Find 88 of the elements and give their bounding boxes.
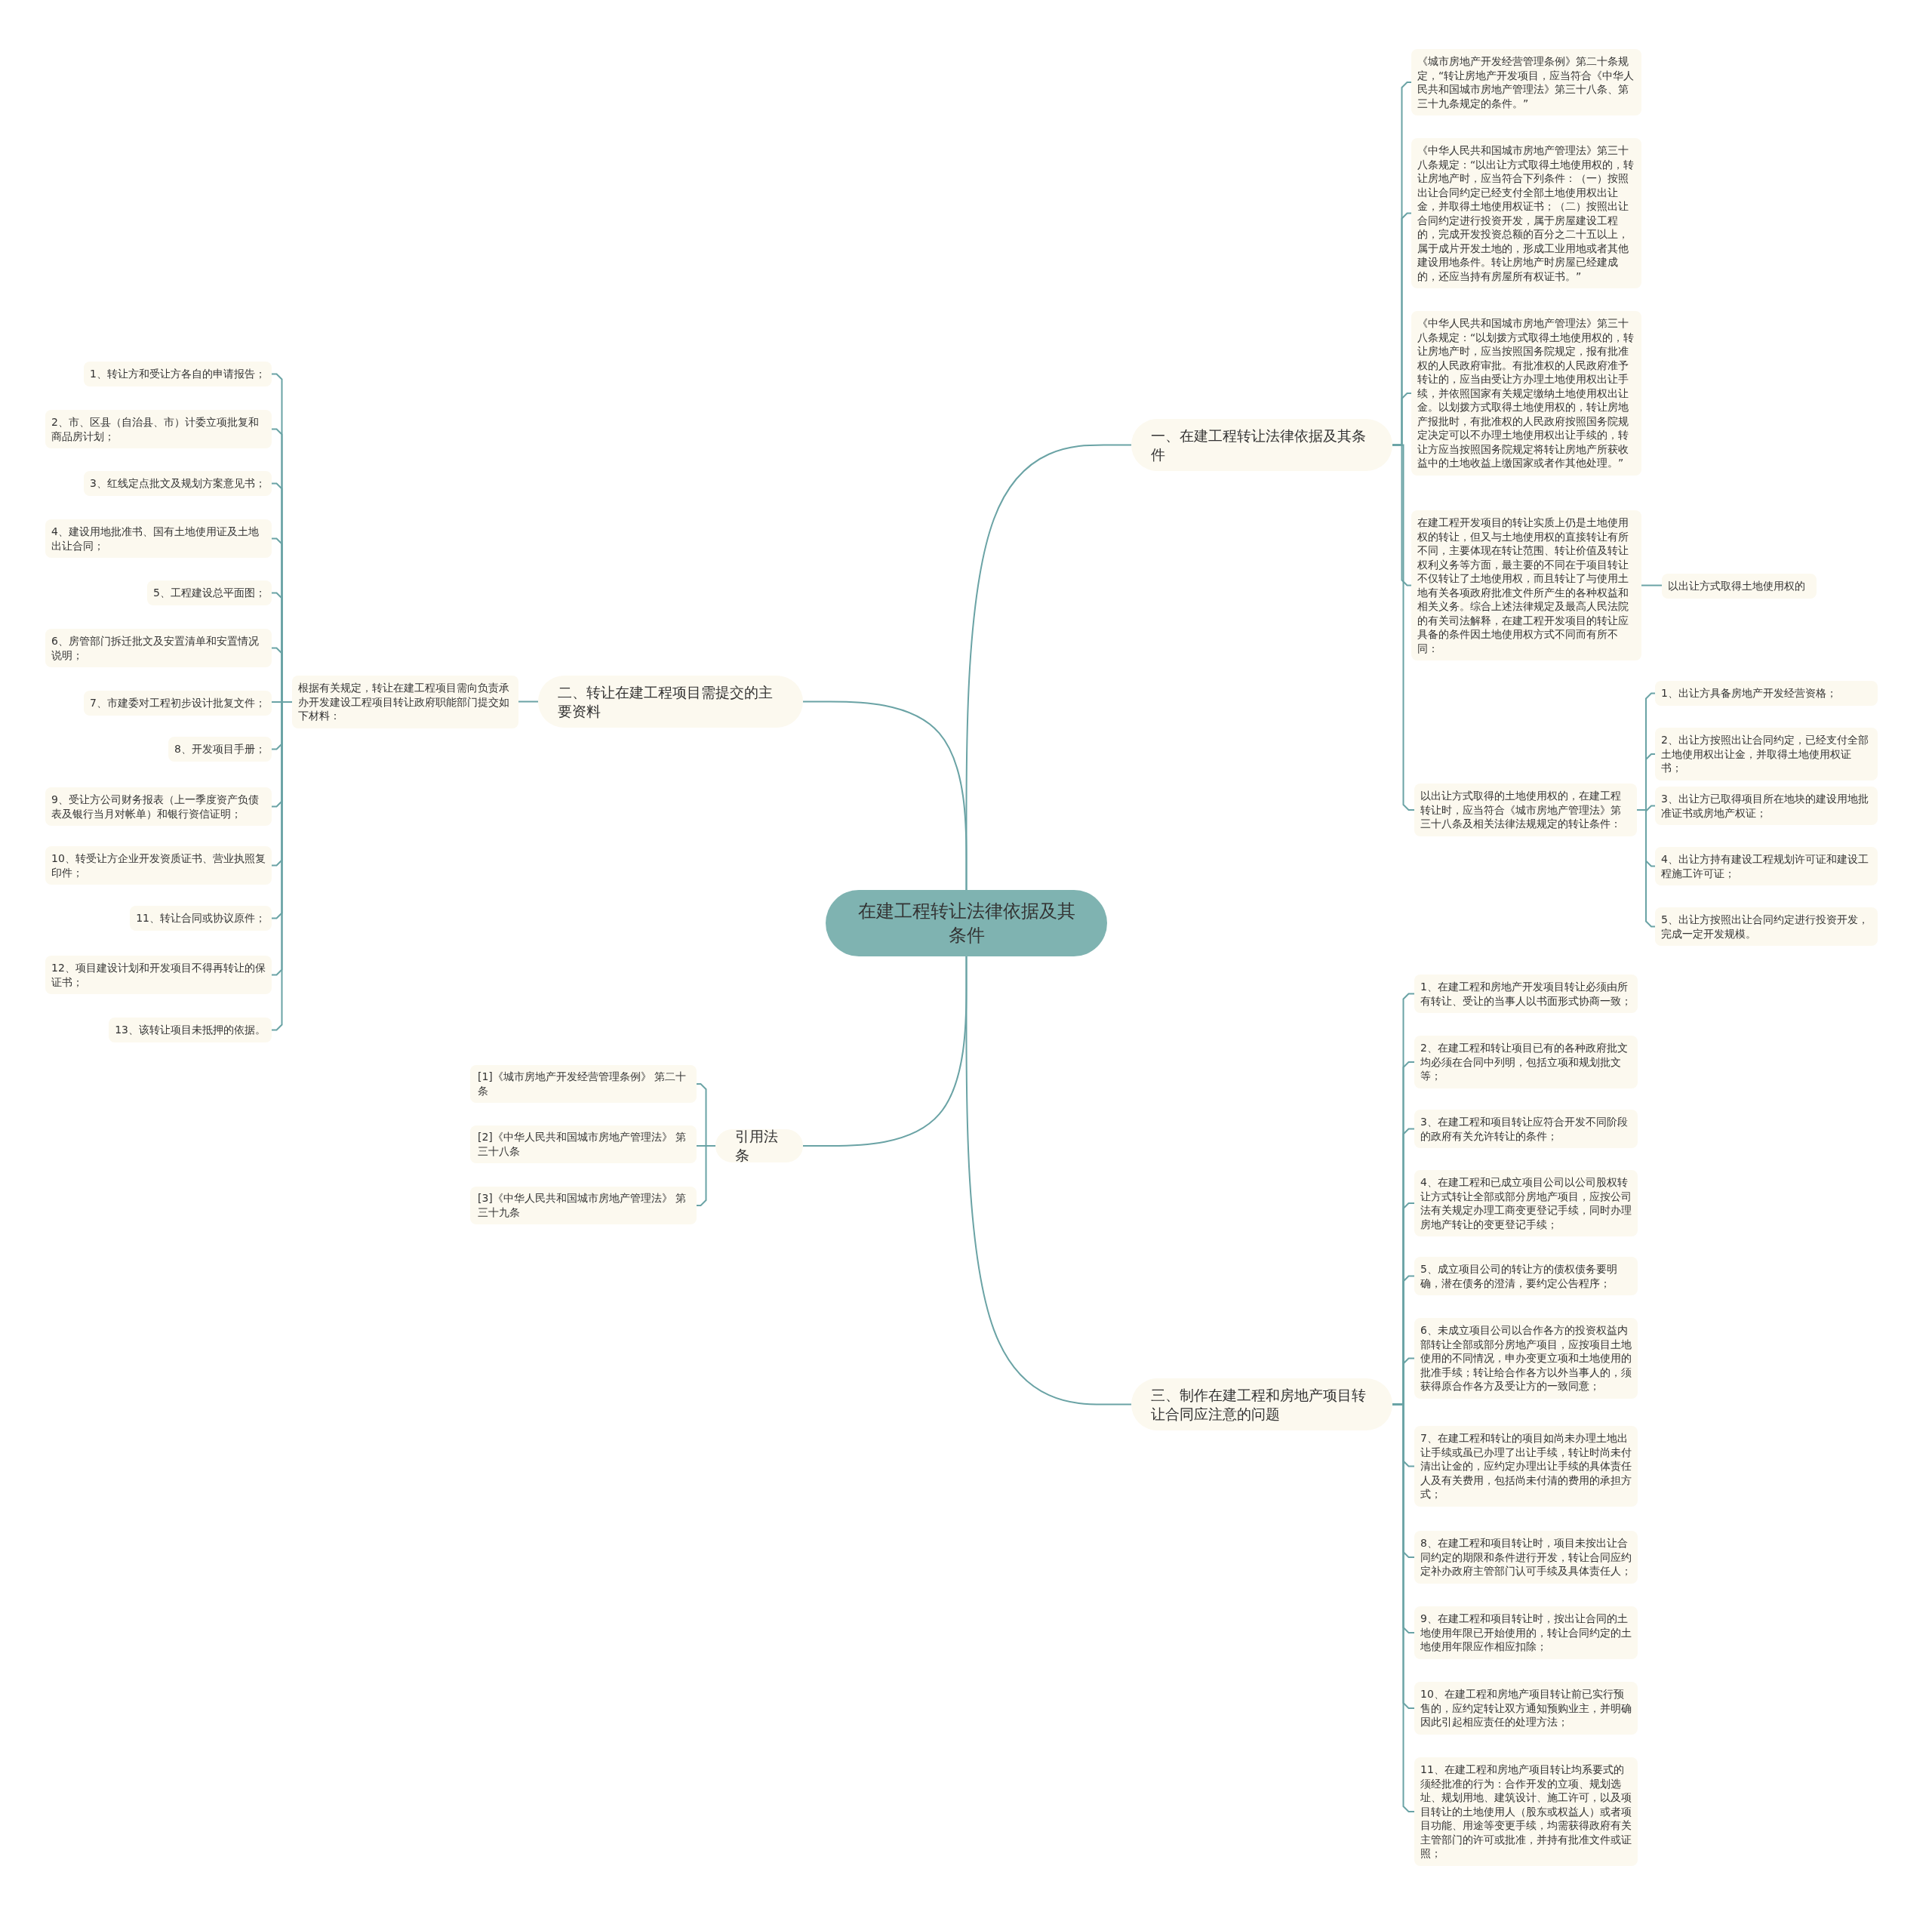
connector-line xyxy=(802,700,968,891)
node-text: 2、在建工程和转让项目已有的各种政府批文均必须在合同中列明，包括立项和规划批文等； xyxy=(1420,1042,1628,1082)
node-text: 引用法条 xyxy=(735,1127,779,1165)
node-text: 5、出让方按照出让合同约定进行投资开发，完成一定开发规模。 xyxy=(1661,913,1869,940)
node-text: 2、出让方按照出让合同约定，已经支付全部土地使用权出让金，并取得土地使用权证书； xyxy=(1661,734,1869,774)
note-card xyxy=(1414,1757,1638,1866)
node-text: 5、工程建设总平面图； xyxy=(153,587,266,599)
node-text: 2、市、区县（自治县、市）计委立项批复和商品房计划； xyxy=(51,416,259,442)
node-text: 3、红线定点批文及规划方案意见书； xyxy=(90,477,266,489)
note-card xyxy=(168,737,272,762)
connector-line xyxy=(965,956,1132,1406)
note-card xyxy=(1414,1606,1638,1659)
node-text: 三、制作在建工程和房地产项目转让合同应注意的问题 xyxy=(1151,1385,1367,1424)
note-card xyxy=(45,410,272,448)
node-text: 1、出让方具备房地产开发经营资格； xyxy=(1661,687,1837,699)
note-card xyxy=(1414,1682,1638,1735)
citation-card xyxy=(470,1065,697,1103)
note-card xyxy=(84,362,272,386)
topic-pill xyxy=(715,1129,803,1162)
note-card xyxy=(45,846,272,885)
node-text: 6、房管部门拆迁批文及安置清单和安置情况说明； xyxy=(51,635,259,661)
node-text: 《城市房地产开发经营管理条例》第二十条规定，“转让房地产开发项目，应当符合《中华人民共和国城市房地产管理法》第三十八条、第三十九条规定的条件。” xyxy=(1417,55,1635,109)
node-text: 以出让方式取得土地使用权的 xyxy=(1668,580,1805,592)
node-text: [3]《中华人民共和国城市房地产管理法》 第三十九条 xyxy=(478,1192,687,1218)
note-card xyxy=(1414,1036,1638,1088)
note-card xyxy=(1655,681,1878,706)
node-text: 13、该转让项目未抵押的依据。 xyxy=(115,1024,266,1036)
node-text: 二、转让在建工程项目需提交的主要资料 xyxy=(558,682,774,721)
note-card xyxy=(292,676,518,728)
node-text: 10、转受让方企业开发资质证书、营业执照复印件； xyxy=(51,852,266,879)
node-text: 9、在建工程和项目转让时，按出让合同的土地使用年限已开始使用的，转让合同约定的土地使用年限应作相应扣除； xyxy=(1420,1612,1632,1652)
note-card xyxy=(1414,1257,1638,1295)
node-text: 8、开发项目手册； xyxy=(174,743,266,755)
node-text: [2]《中华人民共和国城市房地产管理法》 第三十八条 xyxy=(478,1131,687,1157)
node-text: 在建工程开发项目的转让实质上仍是土地使用权的转让，但又与土地使用权的直接转让有所不同，主要体现在转让范围、转让价值及转让权利义务等方面，最主要的不同在于项目转让不仅转让了土地使用权，而且转让了与使用土地有关各项政府批准文件所产生的各种权益和相关义务。综合上述法律规定及最高人民法院的有关司法解释，在建工程开发项目的转让应具备的条件因土地使用权方式不同而有所不同： xyxy=(1417,516,1629,654)
note-card xyxy=(147,580,272,605)
connector-line xyxy=(696,1145,716,1206)
node-text: 10、在建工程和房地产项目转让前已实行预售的，应约定转让双方通知预购业主，并明确因此引起相应责任的处理方法； xyxy=(1420,1688,1632,1728)
note-card xyxy=(1414,1110,1638,1148)
note-card xyxy=(45,787,272,826)
note-card xyxy=(1414,1531,1638,1584)
note-card xyxy=(1655,728,1878,781)
citation-card xyxy=(470,1125,697,1163)
node-text: 根据有关规定，转让在建工程项目需向负责承办开发建设工程项目转让政府职能部门提交如下材料： xyxy=(298,682,509,722)
note-card xyxy=(45,519,272,558)
citation-card xyxy=(470,1187,697,1224)
note-card xyxy=(1655,847,1878,885)
note-card xyxy=(1411,510,1641,660)
note-card xyxy=(1414,1426,1638,1507)
node-text: 4、在建工程和已成立项目公司以公司股权转让方式转让全部或部分房地产项目，应按公司法有关规定办理工商变更登记手续，同时办理房地产转让的变更登记手续； xyxy=(1420,1176,1632,1230)
node-text: [1]《城市房地产开发经营管理条例》 第二十条 xyxy=(478,1070,687,1097)
note-card xyxy=(84,471,272,496)
note-card xyxy=(1662,574,1817,599)
note-card xyxy=(1655,787,1878,825)
note-card xyxy=(1414,1318,1638,1399)
node-text: 1、在建工程和房地产开发项目转让必须由所有转让、受让的当事人以书面形式协商一致； xyxy=(1420,981,1632,1007)
node-text: 1、转让方和受让方各自的申请报告； xyxy=(90,368,266,380)
note-card xyxy=(84,691,272,716)
node-text: 6、未成立项目公司以合作各方的投资权益内部转让全部或部分房地产项目，应按项目土地使用的不同情况，申办变更立项和土地使用的批准手续；转让给合作各方以外当事人的，须获得原合作各方及受让方的一致同意； xyxy=(1420,1324,1632,1392)
note-card xyxy=(1414,975,1638,1013)
node-text: 4、建设用地批准书、国有土地使用证及土地出让合同； xyxy=(51,525,259,552)
node-text: 3、出让方已取得项目所在地块的建设用地批准证书或房地产权证； xyxy=(1661,793,1869,819)
node-text: 9、受让方公司财务报表（上一季度资产负债表及银行当月对帐单）和银行资信证明； xyxy=(51,793,259,820)
note-card xyxy=(45,629,272,667)
connector-line xyxy=(1636,809,1656,928)
node-text: 《中华人民共和国城市房地产管理法》第三十八条规定：“以划拨方式取得土地使用权的，转让房地产时，应当按照国务院规定，报有批准权的人民政府审批。有批准权的人民政府准予转让的，应当由受让方办理土地使用权出让手续，并依照国家有关规定缴纳土地使用权出让金。以划拨方式取得土地使用权的，转让房地产报批时，有批准权的人民政府按照国务院规定决定可以不办理土地使用权出让手续的，转让方应当按照国务院规定将转让房地产所获收益中的土地收益上缴国家或者作其他处理。” xyxy=(1417,317,1635,469)
node-text: 4、出让方持有建设工程规划许可证和建设工程施工许可证； xyxy=(1661,853,1869,879)
note-card xyxy=(1411,49,1641,115)
note-card xyxy=(45,956,272,994)
node-text: 《中华人民共和国城市房地产管理法》第三十八条规定：“以出让方式取得土地使用权的，转让房地产时，应当符合下列条件：（一）按照出让合同约定已经支付全部土地使用权出让金，并取得土地使用权证书；（二）按照出让合同约定进行投资开发，属于房屋建设工程的，完成开发投资总额的百分之二十五以上，属于成片开发土地的，形成工业用地或者其他建设用地条件。转让房地产时房屋已经建成的，还应当持有房屋所有权证书。” xyxy=(1417,144,1635,282)
node-text: 7、市建委对工程初步设计批复文件； xyxy=(90,697,266,709)
node-text: 以出让方式取得的土地使用权的，在建工程转让时，应当符合《城市房地产管理法》第三十八条及相关法律法规规定的转让条件： xyxy=(1420,790,1621,830)
node-text: 在建工程转让法律依据及其条件 xyxy=(857,900,1076,947)
node-text: 5、成立项目公司的转让方的债权债务要明确，潜在债务的澄清，要约定公告程序； xyxy=(1420,1263,1617,1289)
node-text: 3、在建工程和项目转让应符合开发不同阶段的政府有关允许转让的条件； xyxy=(1420,1116,1628,1142)
node-text: 7、在建工程和转让的项目如尚未办理土地出让手续或虽已办理了出让手续，转让时尚未付清出让金的，应约定办理出让手续的具体责任人及有关费用，包括尚未付清的费用的承担方式； xyxy=(1420,1432,1632,1500)
node-text: 一、在建工程转让法律依据及其条件 xyxy=(1151,426,1367,464)
connector-line xyxy=(1641,584,1663,587)
connector-line xyxy=(518,700,539,703)
node-text: 11、在建工程和房地产项目转让均系要式的须经批准的行为：合作开发的立项、规划选址、规划用地、建筑设计、施工许可，以及项目转让的土地使用人（股东或权益人）或者项目功能、用途等变更手续，均需获得政府有关主管部门的许可或批准，并持有批准文件或证照； xyxy=(1420,1763,1632,1859)
note-card xyxy=(1414,1170,1638,1236)
note-card xyxy=(1414,784,1637,836)
node-text: 12、项目建设计划和开发项目不得再转让的保证书； xyxy=(51,962,266,988)
note-card xyxy=(109,1018,272,1042)
note-card xyxy=(1655,907,1878,946)
node-text: 11、转让合同或协议原件； xyxy=(136,912,266,924)
note-card xyxy=(130,906,272,931)
node-text: 8、在建工程和项目转让时，项目未按出让合同约定的期限和条件进行开发，转让合同应约定补办政府主管部门认可手续及具体责任人； xyxy=(1420,1537,1632,1577)
